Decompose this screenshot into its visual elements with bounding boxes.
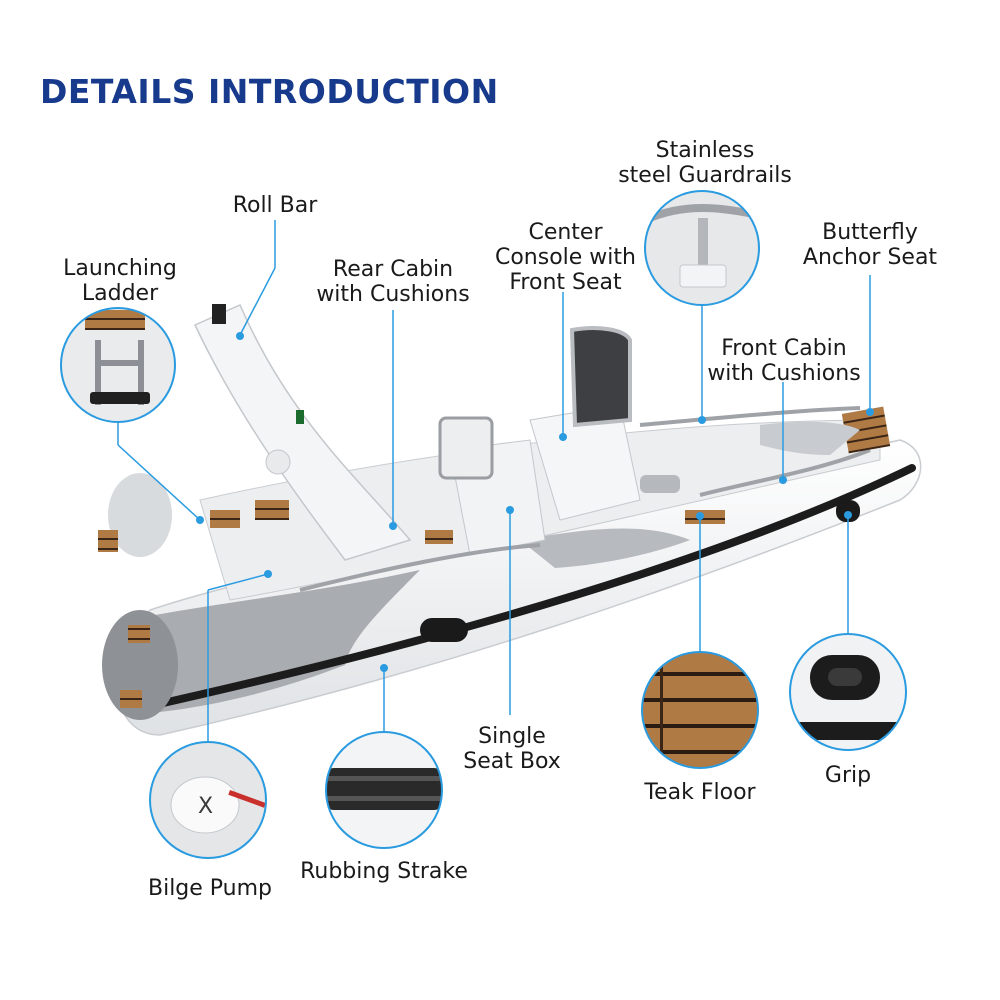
hull-grip xyxy=(420,618,468,642)
leader-dots xyxy=(196,332,874,672)
rubbing-strake xyxy=(146,464,916,710)
label-butterfly-seat: Butterfly Anchor Seat xyxy=(802,220,938,270)
guardrail-rear xyxy=(299,543,541,592)
page-title: DETAILS INTRODUCTION xyxy=(40,72,499,111)
label-rear-cabin: Rear Cabin with Cushions xyxy=(316,257,470,307)
bilge-pump-detail: X xyxy=(149,741,267,859)
ladder-detail xyxy=(60,307,176,423)
roll-bar xyxy=(193,304,412,561)
label-grip: Grip xyxy=(824,763,872,788)
label-front-cabin: Front Cabin with Cushions xyxy=(707,336,861,386)
front-cabin-cushion xyxy=(760,421,860,455)
guardrail-front xyxy=(639,406,861,427)
grip-detail xyxy=(789,633,907,751)
label-roll-bar: Roll Bar xyxy=(232,193,318,218)
guardrail-detail xyxy=(644,190,760,306)
boat xyxy=(98,304,922,736)
teak-floor-detail xyxy=(641,651,759,769)
label-center-console: Center Console with Front Seat xyxy=(494,220,636,295)
label-guardrails: Stainless steel Guardrails xyxy=(618,138,792,188)
label-launching-ladder: Launching Ladder xyxy=(63,256,177,306)
teak-bow xyxy=(841,406,891,454)
svg-text:X: X xyxy=(198,794,213,819)
leader-lines xyxy=(117,220,871,742)
label-teak-floor: Teak Floor xyxy=(644,780,756,805)
label-single-seat-box: Single Seat Box xyxy=(463,724,561,774)
label-bilge-pump: Bilge Pump xyxy=(147,876,273,901)
rubbing-strake-detail xyxy=(325,731,443,849)
label-rubbing-strake: Rubbing Strake xyxy=(300,859,468,884)
